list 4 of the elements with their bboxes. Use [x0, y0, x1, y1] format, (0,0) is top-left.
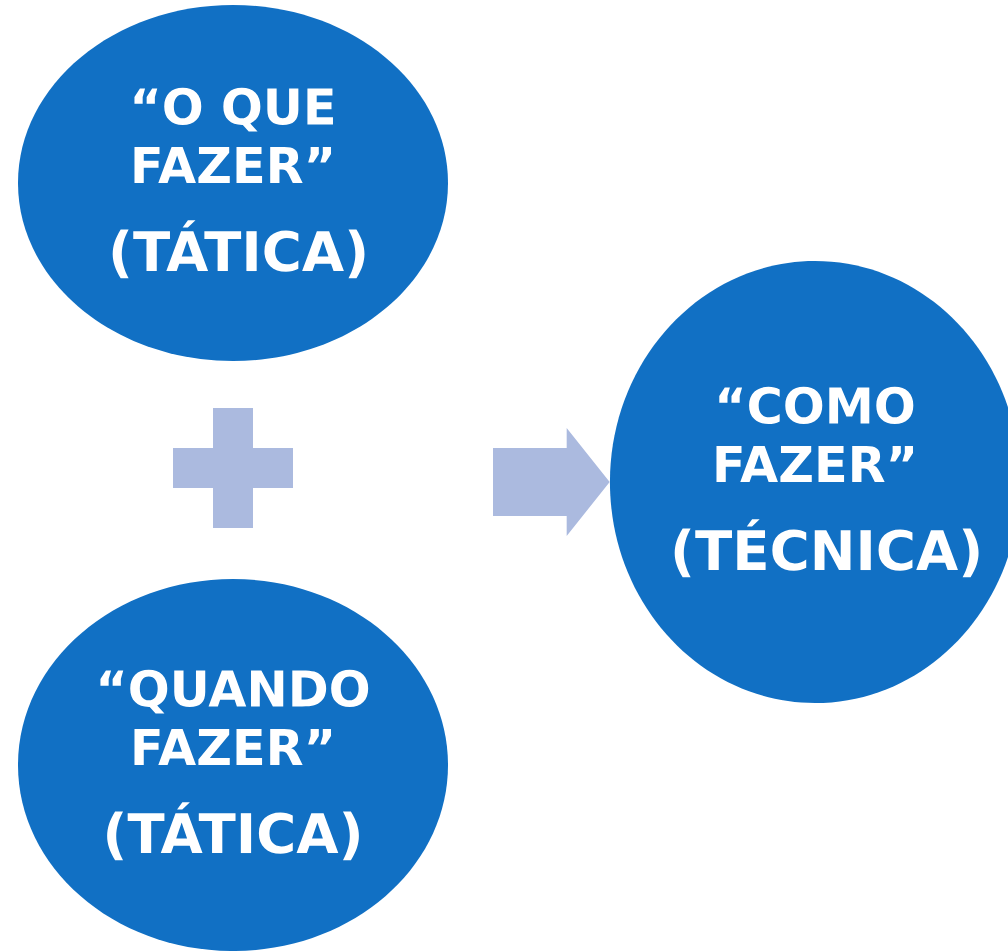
ellipse-node: “O QUE FAZER” (TÁTICA): [18, 5, 448, 361]
block-arrow: [493, 428, 610, 536]
plus-sign: [173, 408, 293, 528]
ellipse-node: “QUANDO FAZER” (TÁTICA): [18, 579, 448, 951]
